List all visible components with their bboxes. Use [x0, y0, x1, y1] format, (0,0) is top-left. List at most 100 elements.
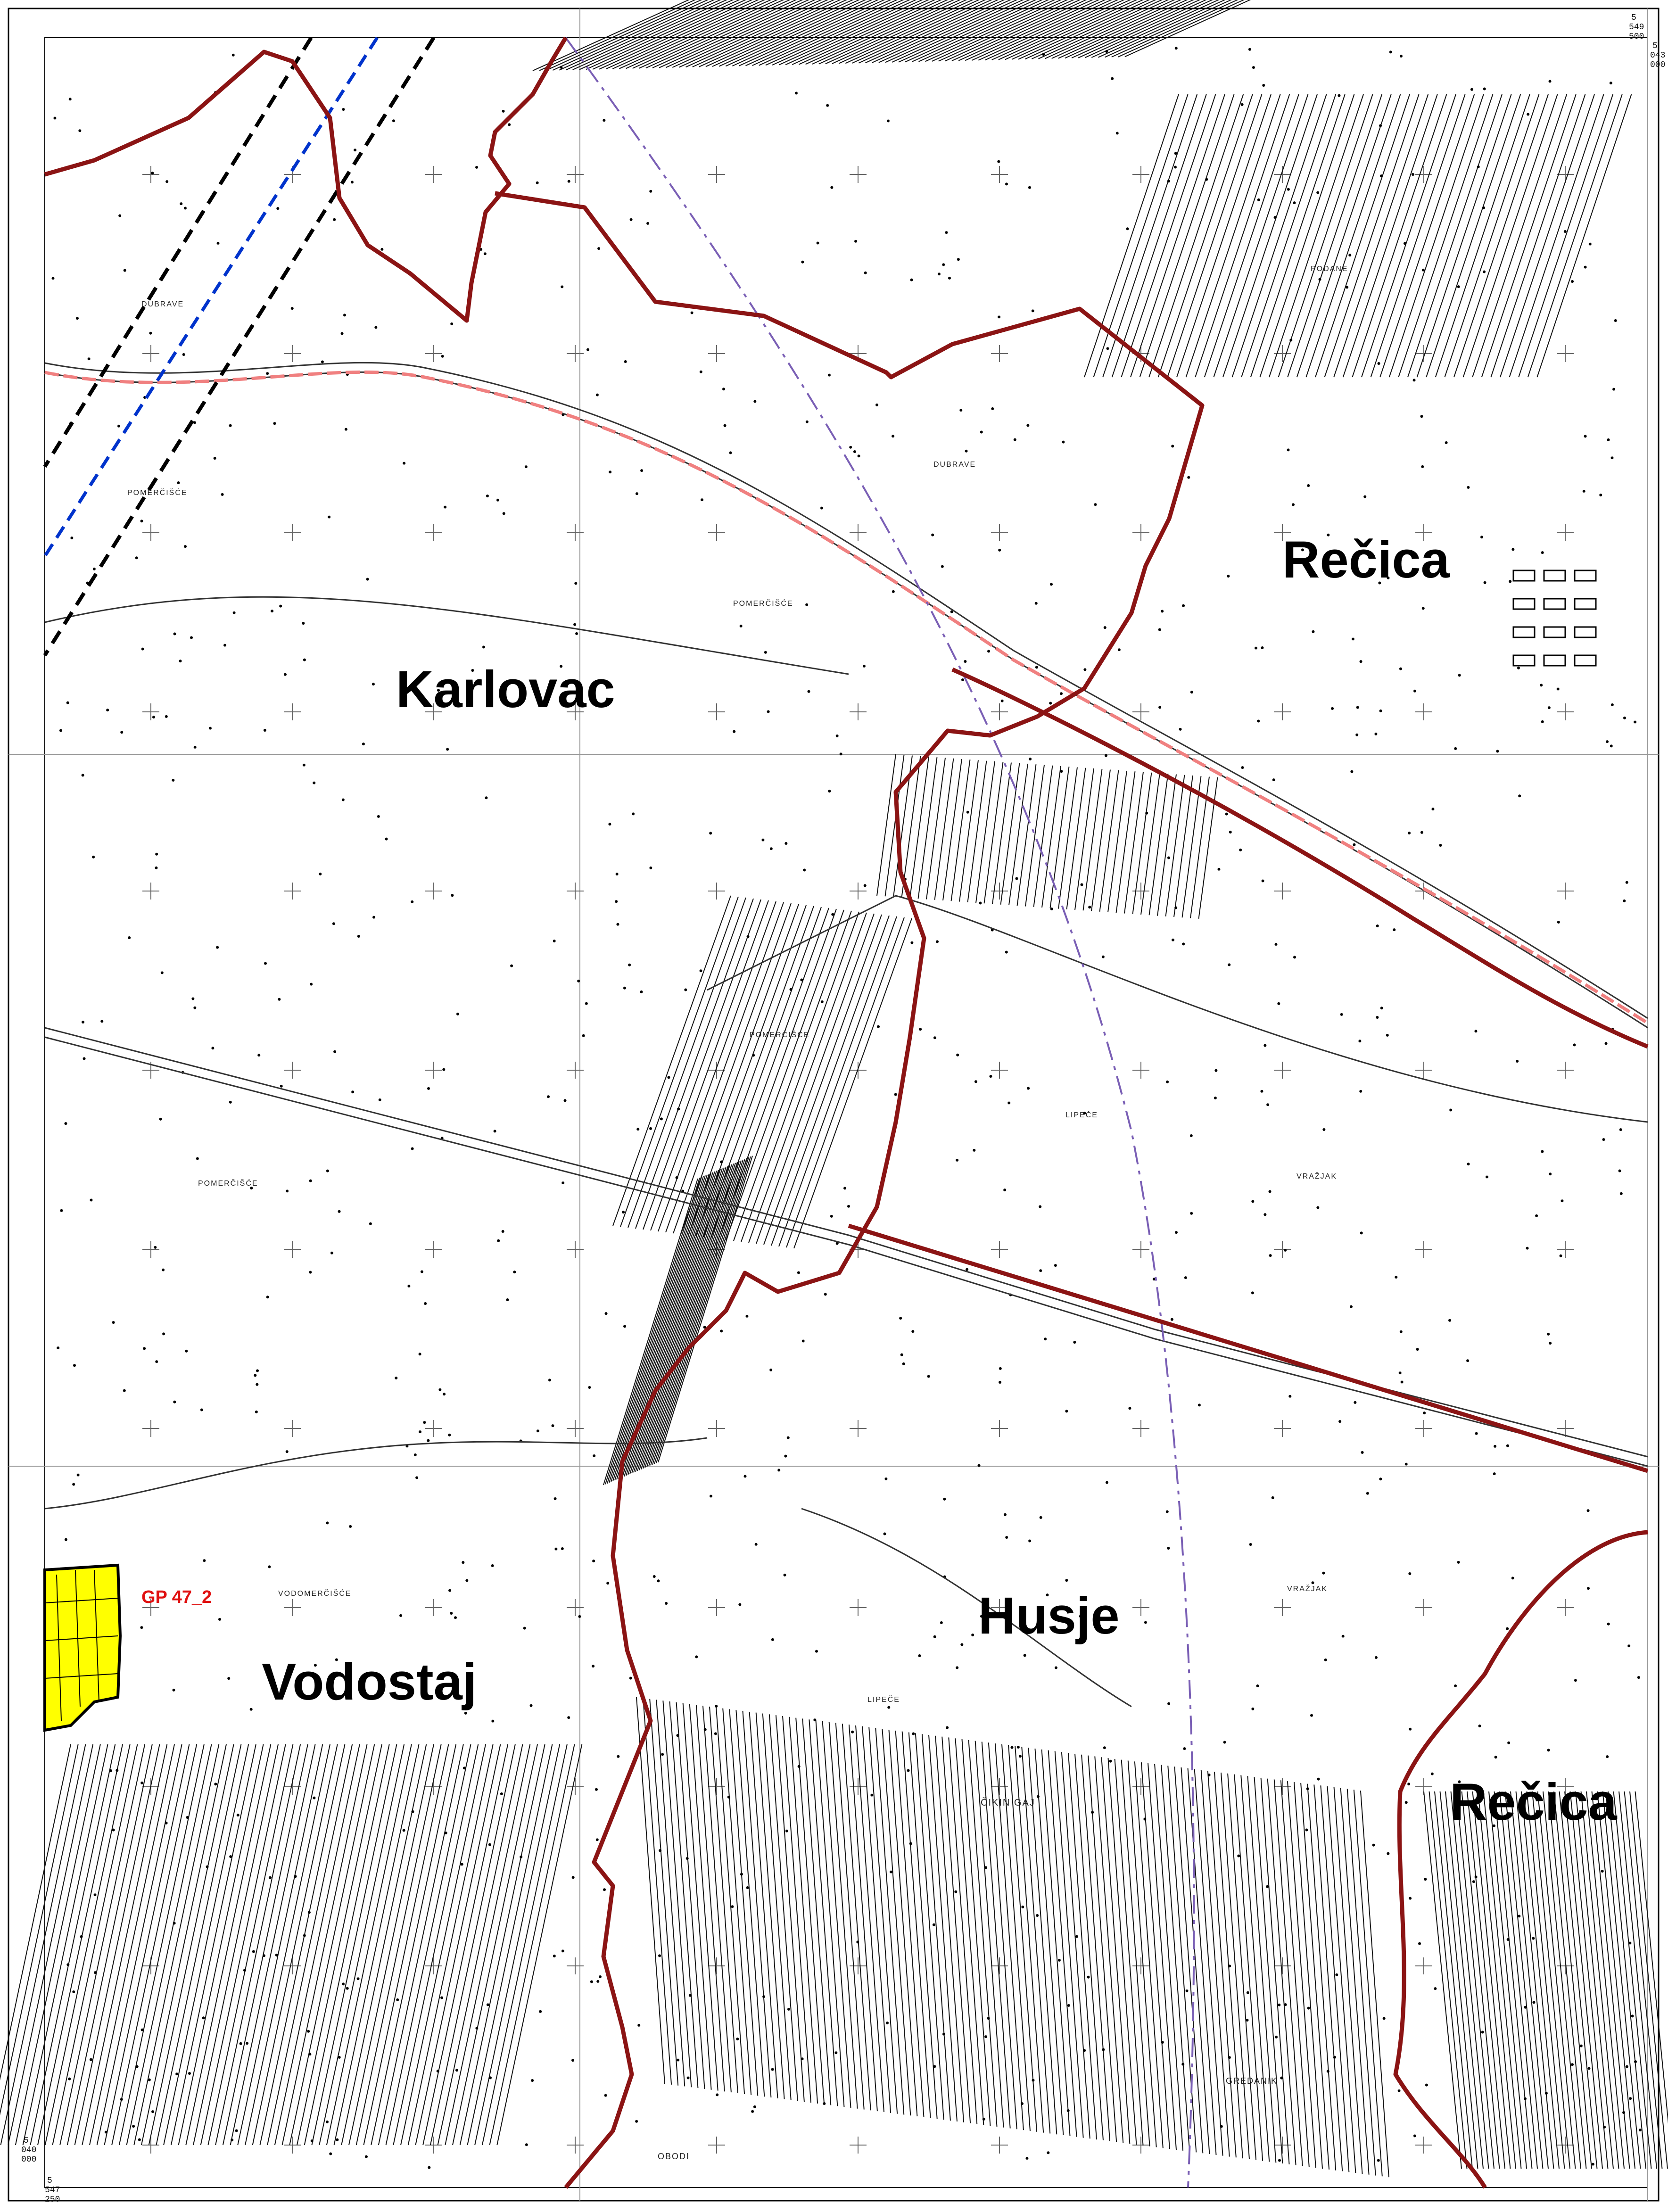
parcel-boundary	[872, 0, 1011, 63]
vegetation-dot	[1170, 1318, 1173, 1321]
parcel-boundary	[628, 1168, 723, 1475]
parcel-boundary	[22, 1744, 108, 2146]
vegetation-dot	[820, 506, 824, 510]
vegetation-dot	[1005, 950, 1008, 954]
grid-cross	[567, 2137, 584, 2154]
parcel-boundary	[1094, 1756, 1124, 2143]
parcel-boundary	[1580, 1791, 1619, 2169]
vegetation-dot	[440, 1996, 444, 1999]
parcel-boundary	[775, 1715, 805, 2102]
vegetation-dot	[191, 997, 195, 1000]
parcel-boundary	[718, 908, 837, 1239]
parcel-boundary	[1058, 0, 1188, 59]
vegetation-dot	[87, 357, 91, 361]
parcel-boundary	[722, 1708, 752, 2095]
vegetation-dot	[941, 565, 944, 568]
parcel-boundary	[762, 1713, 792, 2100]
place-name: VRAŽJAK	[1296, 1172, 1337, 1180]
building-zone-gp47-2[interactable]	[43, 1563, 122, 1732]
vegetation-dot	[1266, 1885, 1269, 1888]
building	[1574, 626, 1597, 638]
vegetation-dot	[132, 2125, 135, 2128]
vegetation-dot	[769, 847, 773, 850]
vegetation-dot	[285, 1450, 289, 1453]
building	[1512, 598, 1536, 610]
vegetation-dot	[1374, 732, 1378, 735]
parcel-boundary	[1461, 1791, 1500, 2169]
parcel-boundary	[763, 914, 882, 1245]
vegetation-dot	[574, 582, 578, 585]
parcel-boundary	[1333, 94, 1429, 378]
vegetation-dot	[1018, 1755, 1022, 1758]
vegetation-dot	[592, 1560, 595, 1563]
parcel-boundary	[983, 762, 1004, 904]
vegetation-dot	[703, 1728, 707, 1731]
vegetation-dot	[820, 1000, 824, 1003]
vegetation-dot	[1284, 1248, 1287, 1252]
vegetation-dot	[372, 683, 375, 686]
vegetation-dot	[1458, 674, 1461, 677]
parcel-boundary	[30, 1744, 116, 2146]
vegetation-dot	[1261, 646, 1264, 649]
vegetation-dot	[536, 181, 539, 184]
vegetation-dot	[733, 730, 736, 733]
parcel-boundary	[639, 1164, 734, 1470]
parcel-boundary	[842, 1724, 871, 2111]
vegetation-dot	[1509, 580, 1512, 583]
vegetation-dot	[165, 1821, 168, 1824]
vegetation-dot	[690, 311, 694, 314]
vegetation-dot	[703, 1326, 706, 1329]
vegetation-dot	[399, 1614, 403, 1617]
vegetation-dot	[180, 202, 183, 206]
parcel-boundary	[429, 1744, 516, 2146]
parcel-boundary	[1536, 94, 1632, 378]
vegetation-dot	[1629, 2097, 1632, 2100]
vegetation-dot	[1584, 435, 1587, 438]
parcel-boundary	[882, 1729, 911, 2116]
road-highlight	[44, 370, 1649, 1024]
vegetation-dot	[553, 939, 556, 942]
vegetation-dot	[573, 623, 577, 626]
vegetation-dot	[636, 1128, 640, 1131]
vegetation-dot	[396, 1998, 399, 2001]
grid-cross	[425, 1062, 442, 1079]
vegetation-dot	[1398, 1371, 1402, 1375]
vegetation-dot	[816, 241, 819, 245]
vegetation-dot	[303, 658, 306, 661]
vegetation-dot	[989, 1075, 992, 1078]
parcel-boundary	[748, 912, 867, 1243]
grid-cross	[284, 2137, 301, 2154]
vegetation-dot	[193, 745, 197, 749]
vegetation-dot	[454, 1616, 457, 1619]
parcel-boundary	[0, 1744, 79, 2116]
vegetation-dot	[1167, 1547, 1170, 1550]
vegetation-dot	[357, 934, 360, 938]
parcel-boundary	[1005, 0, 1138, 60]
vegetation-dot	[1480, 536, 1484, 539]
vegetation-dot	[475, 165, 479, 169]
vegetation-dot	[231, 53, 235, 57]
vegetation-dot	[991, 407, 994, 410]
parcel-boundary	[1038, 0, 1169, 59]
vegetation-dot	[1619, 1192, 1623, 1195]
vegetation-dot	[1104, 754, 1107, 757]
parcel-boundary	[656, 1156, 751, 1463]
vegetation-dot	[1167, 1702, 1171, 1705]
vegetation-dot	[686, 2076, 690, 2080]
vegetation-dot	[1400, 1380, 1404, 1384]
parcel-boundary	[695, 1705, 725, 2092]
vegetation-dot	[588, 1386, 591, 1389]
vegetation-dot	[1239, 848, 1242, 851]
parcel-boundary	[1099, 770, 1119, 912]
grid-cross	[1415, 1062, 1432, 1079]
grid-cross	[567, 1778, 584, 1795]
vegetation-dot	[1623, 716, 1626, 719]
vegetation-dot	[396, 1674, 399, 1677]
parcel-boundary	[888, 1730, 918, 2117]
grid-cross	[1557, 2137, 1574, 2154]
vegetation-dot	[123, 1389, 126, 1392]
vegetation-dot	[1047, 2151, 1050, 2154]
vegetation-dot	[531, 2079, 534, 2082]
parcel-boundary	[975, 761, 995, 903]
vegetation-dot	[754, 1543, 758, 1546]
